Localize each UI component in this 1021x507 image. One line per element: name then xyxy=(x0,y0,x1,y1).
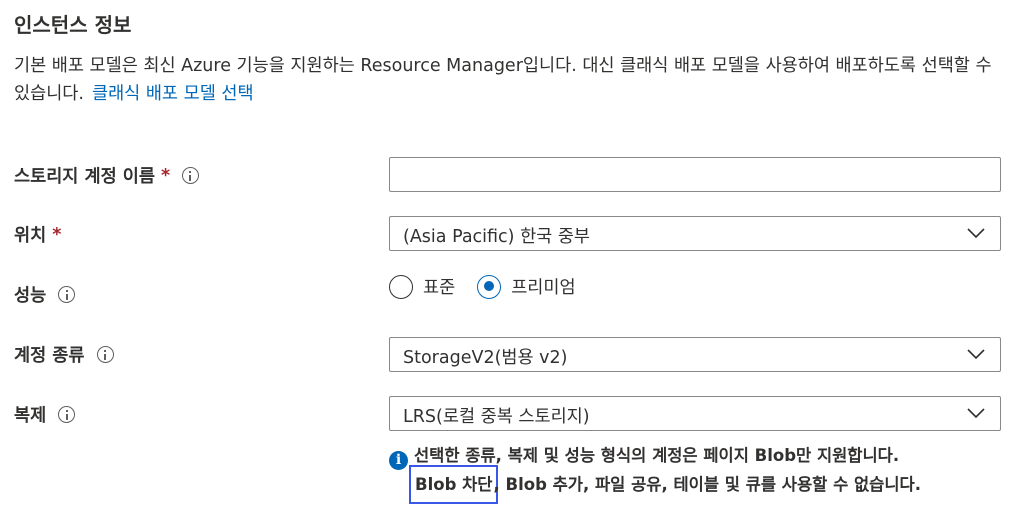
classic-deployment-link[interactable]: 클래식 배포 모델 선택 xyxy=(91,84,254,104)
replication-label: 복제 xyxy=(14,402,76,427)
required-marker: * xyxy=(161,165,171,186)
performance-option-premium[interactable]: 프리미엄 xyxy=(477,274,576,299)
block-blob-highlight: Blob 차단 xyxy=(408,465,499,504)
info-icon[interactable] xyxy=(96,346,114,363)
info-notice: i 선택한 종류, 복제 및 성능 형식의 계정은 페이지 Blob만 지원합니다… xyxy=(389,441,1014,504)
chevron-down-icon xyxy=(967,228,985,239)
description-text: 기본 배포 모델은 최신 Azure 기능을 지원하는 Resource Man… xyxy=(14,56,992,104)
notice-line-2: Blob 차단, Blob 추가, 파일 공유, 테이블 및 큐를 사용할 수 … xyxy=(408,465,1014,504)
performance-radio-group: 표준 프리미엄 xyxy=(389,274,598,299)
section-title: 인스턴스 정보 xyxy=(14,13,132,37)
storage-name-label: 스토리지 계정 이름 * xyxy=(14,163,200,188)
account-kind-label: 계정 종류 xyxy=(14,342,114,367)
info-filled-icon: i xyxy=(389,451,408,470)
section-description: 기본 배포 모델은 최신 Azure 기능을 지원하는 Resource Man… xyxy=(14,52,1004,108)
location-selected-value: (Asia Pacific) 한국 중부 xyxy=(403,227,591,247)
info-icon[interactable] xyxy=(58,286,76,303)
location-label: 위치 * xyxy=(14,222,61,247)
account-kind-selected-value: StorageV2(범용 v2) xyxy=(403,348,568,368)
info-icon[interactable] xyxy=(58,406,76,423)
notice-text-2: , Blob 추가, 파일 공유, 테이블 및 큐를 사용할 수 없습니다. xyxy=(493,475,921,494)
replication-label-text: 복제 xyxy=(14,406,47,426)
account-kind-dropdown[interactable]: StorageV2(범용 v2) xyxy=(389,337,1001,372)
chevron-down-icon xyxy=(967,408,985,419)
radio-label-standard: 표준 xyxy=(423,278,456,298)
storage-name-label-text: 스토리지 계정 이름 xyxy=(14,167,155,187)
radio-selected-icon[interactable] xyxy=(477,274,502,299)
storage-name-input[interactable] xyxy=(389,157,1001,192)
required-marker: * xyxy=(52,224,62,245)
performance-option-standard[interactable]: 표준 xyxy=(389,274,455,299)
chevron-down-icon xyxy=(967,349,985,360)
radio-unselected-icon[interactable] xyxy=(389,274,413,299)
location-dropdown[interactable]: (Asia Pacific) 한국 중부 xyxy=(389,216,1001,251)
replication-selected-value: LRS(로컬 중복 스토리지) xyxy=(403,407,590,427)
radio-label-premium: 프리미엄 xyxy=(511,278,576,298)
notice-text-1: 선택한 종류, 복제 및 성능 형식의 계정은 페이지 Blob만 지원합니다. xyxy=(414,446,900,465)
performance-label: 성능 xyxy=(14,282,76,307)
replication-dropdown[interactable]: LRS(로컬 중복 스토리지) xyxy=(389,396,1001,431)
account-kind-label-text: 계정 종류 xyxy=(14,346,85,366)
location-label-text: 위치 xyxy=(14,226,47,246)
notice-line-1: i 선택한 종류, 복제 및 성능 형식의 계정은 페이지 Blob만 지원합니다… xyxy=(389,441,1014,470)
info-icon[interactable] xyxy=(182,167,200,184)
performance-label-text: 성능 xyxy=(14,286,47,306)
